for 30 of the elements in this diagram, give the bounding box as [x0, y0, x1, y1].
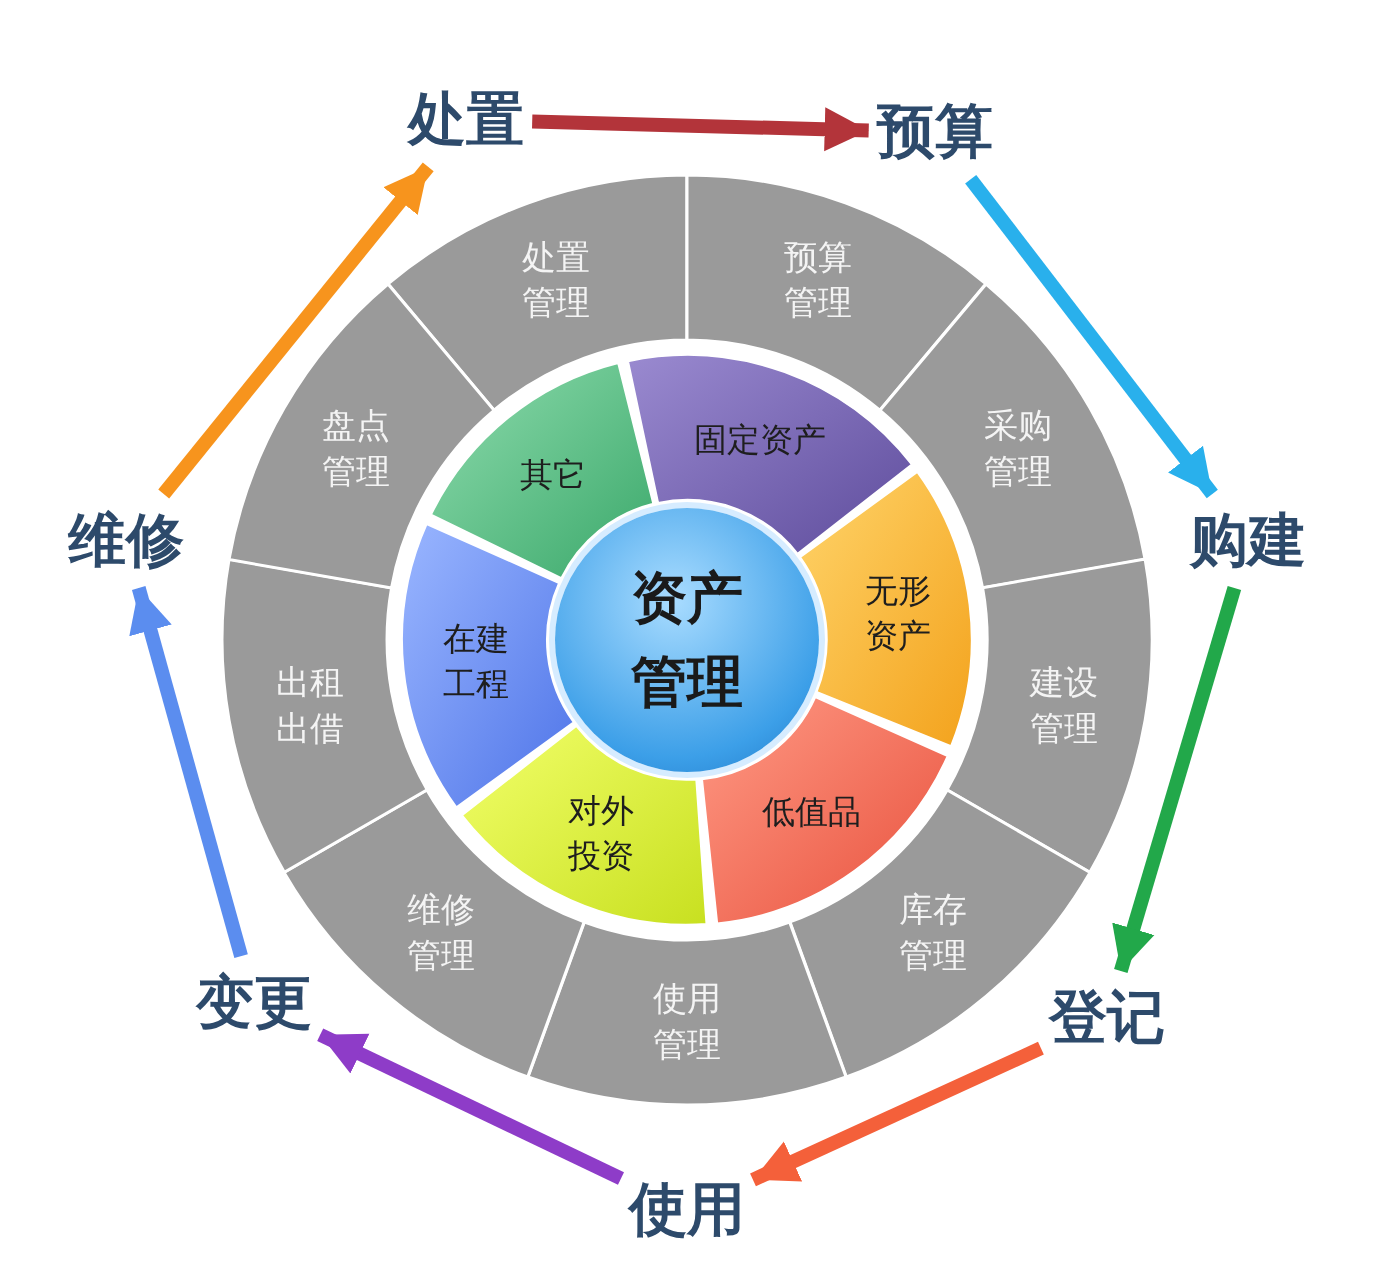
segment-label: 预算管理 [782, 235, 853, 325]
arrow [532, 107, 869, 152]
segment-label: 采购管理 [983, 403, 1054, 493]
stage-label: 变更 [196, 964, 313, 1043]
stage-label: 登记 [1048, 979, 1165, 1058]
arrow [965, 174, 1218, 499]
segment-label: 无形资产 [863, 570, 932, 658]
stage-label: 维修 [67, 502, 184, 580]
stage-label: 使用 [629, 1171, 745, 1249]
segment-label: 建设管理 [1028, 661, 1099, 751]
center-label: 资产管理 [630, 564, 744, 716]
segment-label: 出租出借 [275, 661, 346, 751]
arrow [1112, 586, 1242, 973]
segment-label: 库存管理 [897, 888, 968, 977]
segment-label: 盘点管理 [320, 403, 391, 493]
segment-label: 固定资产 [692, 419, 827, 461]
segment-label: 对外投资 [566, 790, 635, 878]
stage-label: 预算 [876, 93, 993, 172]
segment-label: 其它 [519, 453, 588, 496]
segment-label: 维修管理 [406, 888, 477, 977]
segment-label: 在建工程 [441, 618, 510, 706]
segment-label: 使用管理 [652, 977, 722, 1067]
arrow [129, 586, 248, 959]
segment-label: 处置管理 [521, 235, 592, 325]
stage-label: 购建 [1190, 502, 1307, 580]
arrow [750, 1041, 1044, 1187]
segment-label: 低值品 [761, 790, 863, 833]
stage-label: 处置 [408, 80, 525, 159]
arrow [317, 1028, 624, 1185]
arrow [158, 162, 434, 499]
